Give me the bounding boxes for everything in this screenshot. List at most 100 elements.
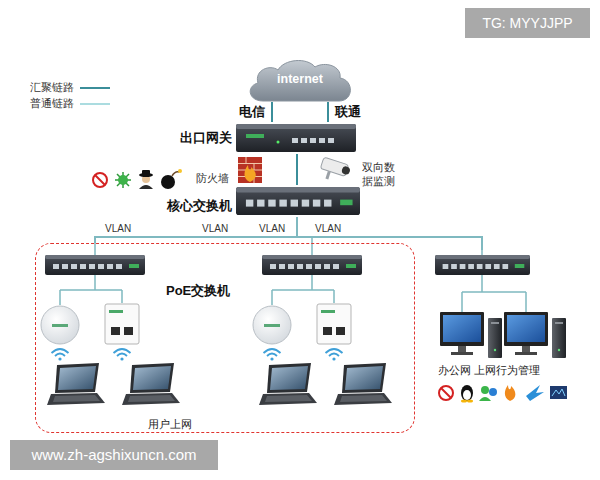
threat-icons: [95, 175, 105, 185]
threat-icons: [117, 174, 129, 186]
core-switch-device: [236, 187, 360, 215]
gateway-device: [277, 141, 280, 144]
gateway-router: 出口网关: [170, 122, 358, 154]
office-pcs: [440, 312, 566, 358]
wifi-signals: [52, 349, 343, 361]
access-wires: [272, 275, 334, 305]
threat-icons: [117, 174, 129, 186]
gateway-device: [301, 138, 307, 143]
access-switches: [45, 255, 530, 275]
behavior-icons: [439, 386, 453, 400]
legend-sample-lines: [80, 88, 110, 104]
user-laptops: [47, 363, 105, 405]
office-network: 办公网 上网行为管理: [425, 250, 595, 410]
user-laptops: [122, 363, 180, 405]
behavior-icons: [461, 385, 473, 401]
user-laptops: [334, 363, 392, 405]
monitor-camera: [318, 157, 352, 185]
office-label: 办公网 上网行为管理: [438, 364, 540, 377]
behavior-icons: [441, 388, 451, 398]
gateway-device: [328, 138, 334, 143]
wireless-aps: [105, 304, 139, 344]
firewall-icon: [238, 157, 262, 183]
behavior-icons: [489, 388, 497, 396]
zone-caption: 用户上网: [148, 418, 192, 431]
monitor-camera: [325, 171, 330, 180]
access-wires: [94, 243, 96, 255]
wifi-signals: [326, 349, 343, 361]
behavior-icons: [550, 386, 567, 399]
wifi-signals: [114, 349, 131, 361]
firewall-icon: [238, 157, 262, 183]
threat-icons: [93, 173, 107, 187]
device-label: 核心交换机: [167, 199, 232, 214]
core-switch: 核心交换机: [160, 185, 360, 217]
behavior-icons: [481, 386, 489, 394]
wifi-signals: [52, 349, 69, 361]
network-link: [95, 217, 297, 243]
firewall-icon: [238, 157, 262, 183]
threat-icons: [161, 175, 175, 189]
threat-icons: [172, 172, 179, 176]
network-link: [271, 102, 273, 122]
legend-text: 汇聚链路: [30, 81, 74, 94]
access-wires: [481, 250, 483, 255]
firewall-icon: [245, 165, 256, 182]
gateway-device: [236, 124, 356, 152]
access-wires: [311, 237, 313, 255]
link-label: 联通: [334, 104, 362, 120]
monitor-camera: [341, 165, 351, 175]
watermark: TG: MYYJJPP: [465, 8, 590, 38]
monitor-label: 双向数据监测: [362, 160, 398, 188]
threat-icons: [178, 169, 182, 173]
legend-sample-lines: [80, 87, 110, 89]
behavior-icons: [461, 400, 467, 403]
vlan-label: VLAN: [259, 223, 285, 235]
gateway-device: [319, 138, 325, 143]
wireless-aps: [317, 304, 351, 344]
network-link: [327, 102, 329, 122]
vlan-label: VLAN: [202, 223, 228, 235]
behavior-icons: [526, 385, 544, 401]
threat-icons: [142, 170, 150, 175]
behavior-icons: [467, 400, 473, 403]
link-label: 电信: [238, 104, 266, 120]
gateway-device: [246, 134, 264, 138]
gateway-device: [292, 138, 334, 143]
access-wires: [462, 275, 526, 312]
office-pcs: [440, 312, 502, 358]
gateway-device: [236, 124, 356, 129]
access-switches: [45, 255, 145, 275]
gateway-device: [236, 124, 356, 152]
core-switch-device: [236, 187, 360, 215]
watermark: www.zh-agshixuncn.com: [10, 440, 218, 470]
behavior-icons: [463, 390, 471, 400]
gateway-device: [292, 138, 298, 143]
poe-switch-zone: PoE交换机用户上网: [35, 243, 415, 433]
behavior-icons: [439, 385, 567, 403]
access-wires: [60, 275, 122, 305]
behavior-icons: [479, 397, 491, 401]
access-wires: [60, 237, 526, 312]
wireless-aps: [41, 306, 79, 344]
user-laptops: [259, 363, 317, 405]
device-label: 出口网关: [180, 131, 232, 146]
office-pcs: [504, 312, 566, 358]
link-label: VLAN: [104, 223, 132, 235]
legend-text: 普通链路: [30, 97, 74, 110]
wifi-signals: [264, 349, 281, 361]
threat-icons: [93, 169, 182, 189]
access-switches: [262, 255, 362, 275]
network-link: [296, 154, 298, 185]
threat-icons: [115, 172, 131, 188]
gateway-device: [310, 138, 316, 143]
access-switches: [435, 255, 530, 275]
firewall-label: 防火墙: [196, 172, 229, 185]
wireless-aps: [253, 306, 291, 344]
user-laptops: [47, 363, 392, 405]
network-link: [297, 217, 482, 250]
zone-title: PoE交换机: [166, 284, 230, 299]
threat-icons: [118, 175, 128, 185]
